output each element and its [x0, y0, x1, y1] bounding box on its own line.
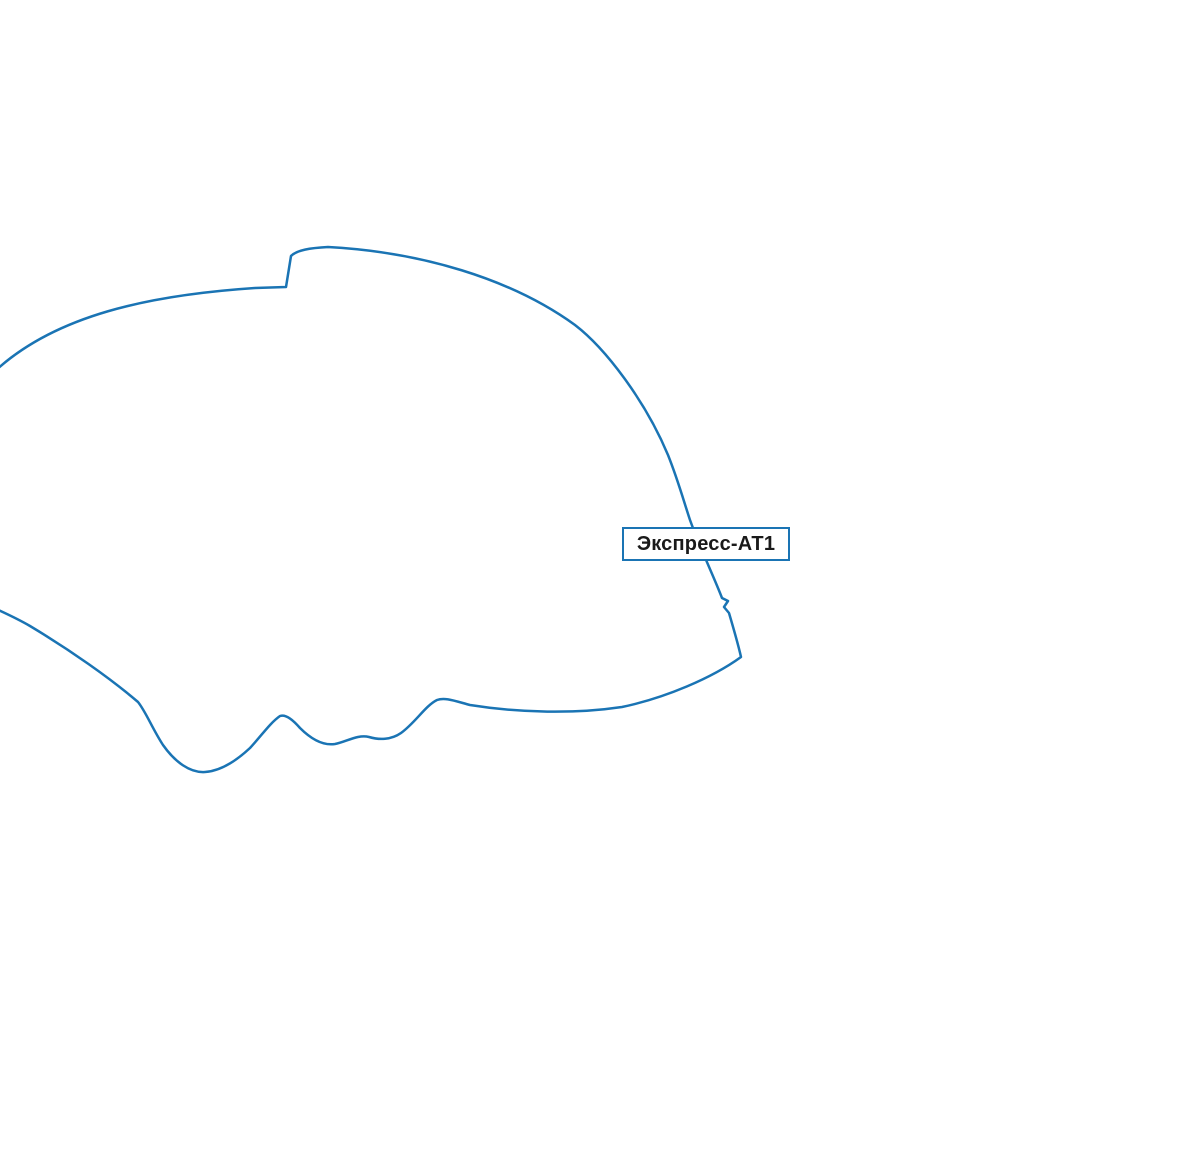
beam-label: Экспресс-АТ1 [622, 527, 790, 561]
coverage-contour-line [0, 245, 743, 774]
beam-label-text: Экспресс-АТ1 [636, 532, 776, 555]
white-mask-rect [135, 352, 430, 710]
